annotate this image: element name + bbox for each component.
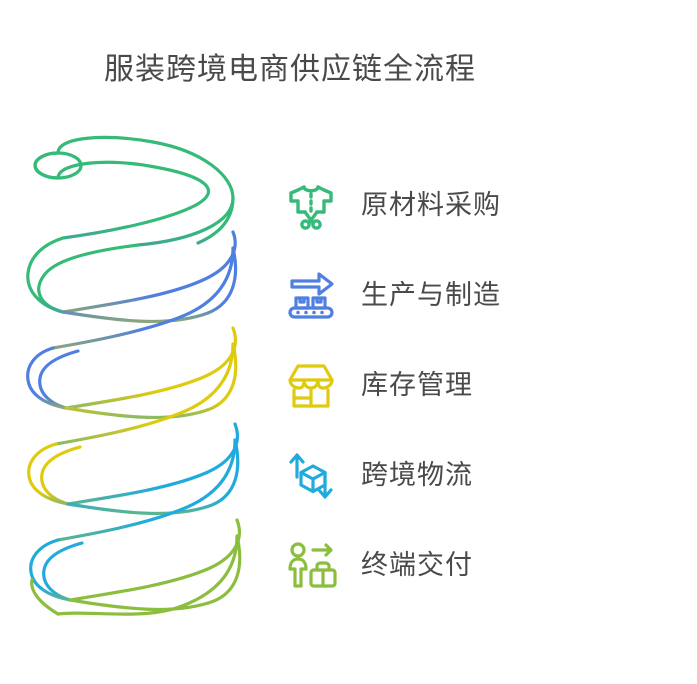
coil-turn-5-right [56,534,239,616]
step-item-production[interactable]: 生产与制造 [283,250,683,340]
coil-turn-2-left-bend-back [38,349,80,410]
coil-turn-1-front [56,160,210,240]
coil-turn-1-right-bend [196,196,235,245]
coil-turn-2-left-bend-front [26,346,68,410]
spiral-svg [26,135,242,616]
storefront-warehouse-icon [283,357,339,413]
coil-turn-3-left-bend-front [27,442,70,506]
coil-turn-5-tail [30,578,60,616]
step-label-raw-material: 原材料采购 [361,190,501,220]
person-suitcase-arrow-icon [283,537,339,593]
step-item-inventory[interactable]: 库存管理 [283,340,683,430]
coil-turn-1-left-bend-front [26,236,65,314]
step-label-logistics: 跨境物流 [361,460,473,490]
conveyor-belt-arrow-icon [283,267,339,323]
coil-tube-cap [33,151,60,180]
coil-turn-3-right [54,342,235,446]
coil-turn-3-front [64,342,238,420]
coil-turn-2-right [51,246,235,350]
page-title: 服装跨境电商供应链全流程 [104,53,476,86]
coil-tube-open-end [33,151,83,180]
coil-turn-4-left-bend-back [42,541,84,602]
tshirt-scissors-icon [283,177,339,233]
coil-turn-3-left-bend-back [40,445,82,506]
coil-turn-4-front [66,438,240,516]
coil-turn-1-back [56,135,235,247]
step-label-delivery: 终端交付 [361,550,473,580]
steps-legend: 原材料采购 生产与制造 [283,160,683,610]
step-label-production: 生产与制造 [361,280,501,310]
box-up-down-arrows-icon [283,447,339,503]
coil-turn-5-front [68,534,242,612]
step-item-delivery[interactable]: 终端交付 [283,520,683,610]
step-label-inventory: 库存管理 [361,370,473,400]
coil-turn-4-right [56,438,237,542]
spiral-illustration [18,128,268,623]
coil-turn-2-front [61,246,238,324]
step-item-raw-material[interactable]: 原材料采购 [283,160,683,250]
coil-turn-4-left-bend-front [29,538,72,602]
step-item-logistics[interactable]: 跨境物流 [283,430,683,520]
